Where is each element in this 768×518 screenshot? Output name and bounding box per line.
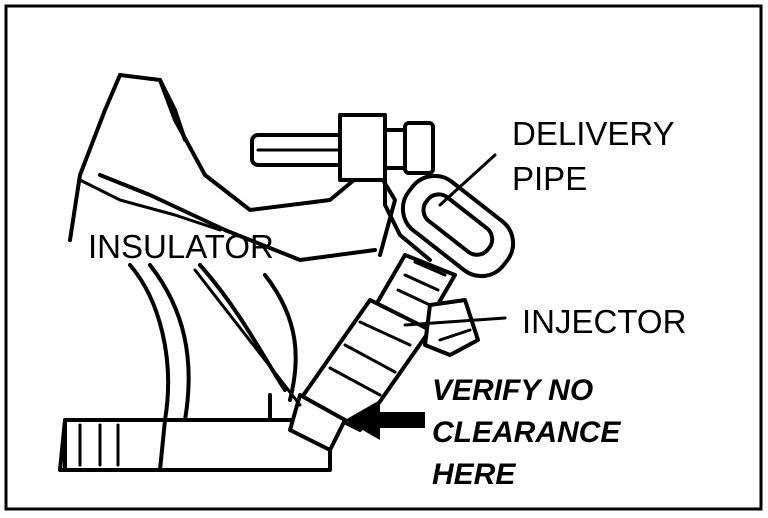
delivery-pipe-drawing [383, 173, 516, 279]
verify-label-line2: CLEARANCE [432, 416, 621, 449]
leader-lines [193, 153, 507, 407]
clearance-arrow [345, 400, 425, 440]
insulator-leader [193, 268, 302, 407]
insulator-label: INSULATOR [88, 228, 274, 265]
verify-label-line1: VERIFY NO [432, 374, 593, 407]
injector-leader [403, 316, 507, 327]
delivery-pipe-leader [438, 153, 497, 207]
delivery-pipe-label-line1: DELIVERY [512, 115, 675, 152]
injector-drawing [288, 253, 480, 452]
injector-label: INJECTOR [522, 303, 686, 340]
verify-label-line3: HERE [432, 458, 516, 491]
bolt-drawing [250, 113, 435, 182]
diagram-border [4, 4, 763, 511]
delivery-pipe-label-line2: PIPE [512, 160, 587, 197]
